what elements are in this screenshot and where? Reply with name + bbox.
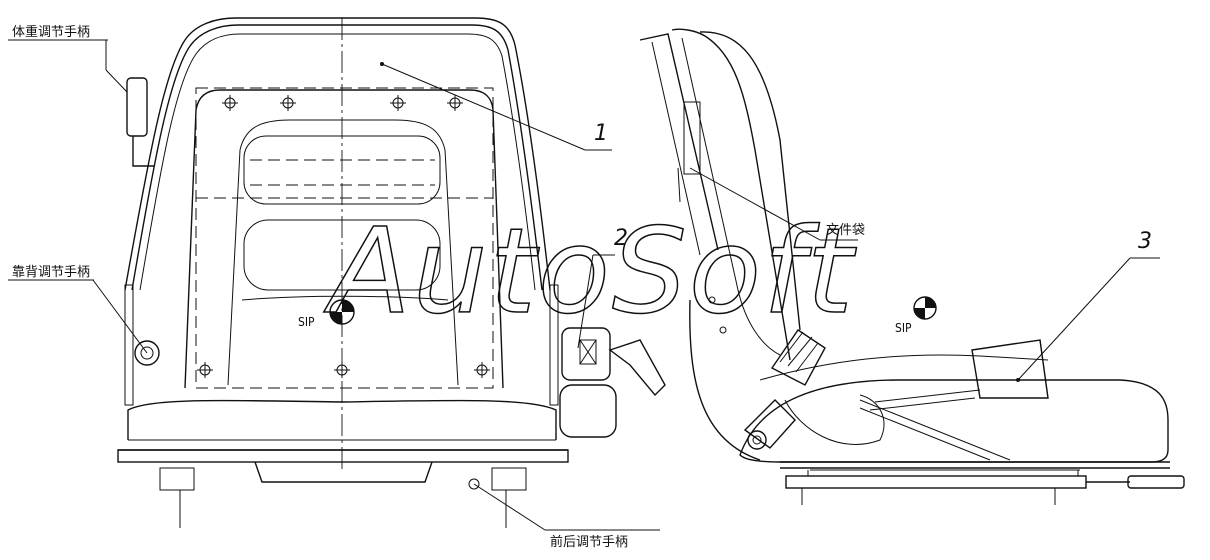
sip-symbol-side — [913, 296, 937, 320]
sip-symbol-front — [329, 299, 355, 325]
weight-handle-label: 体重调节手柄 — [12, 24, 90, 40]
front-view: SIP — [117, 17, 666, 528]
sip-label-side: SIP — [895, 321, 912, 335]
document-pocket-label: 文件袋 — [826, 223, 865, 238]
backrest-handle-label: 靠背调节手柄 — [12, 265, 90, 280]
seat-belt-buckle — [559, 327, 666, 438]
watermark-text: AutoSoft — [323, 202, 857, 340]
callout-1: 1 — [594, 121, 608, 146]
sip-label-front: SIP — [298, 315, 315, 329]
side-view: SIP — [639, 28, 1185, 505]
callout-2: 2 — [614, 226, 628, 251]
fore-aft-handle-label: 前后调节手柄 — [550, 534, 628, 550]
callout-3: 3 — [1138, 229, 1152, 254]
